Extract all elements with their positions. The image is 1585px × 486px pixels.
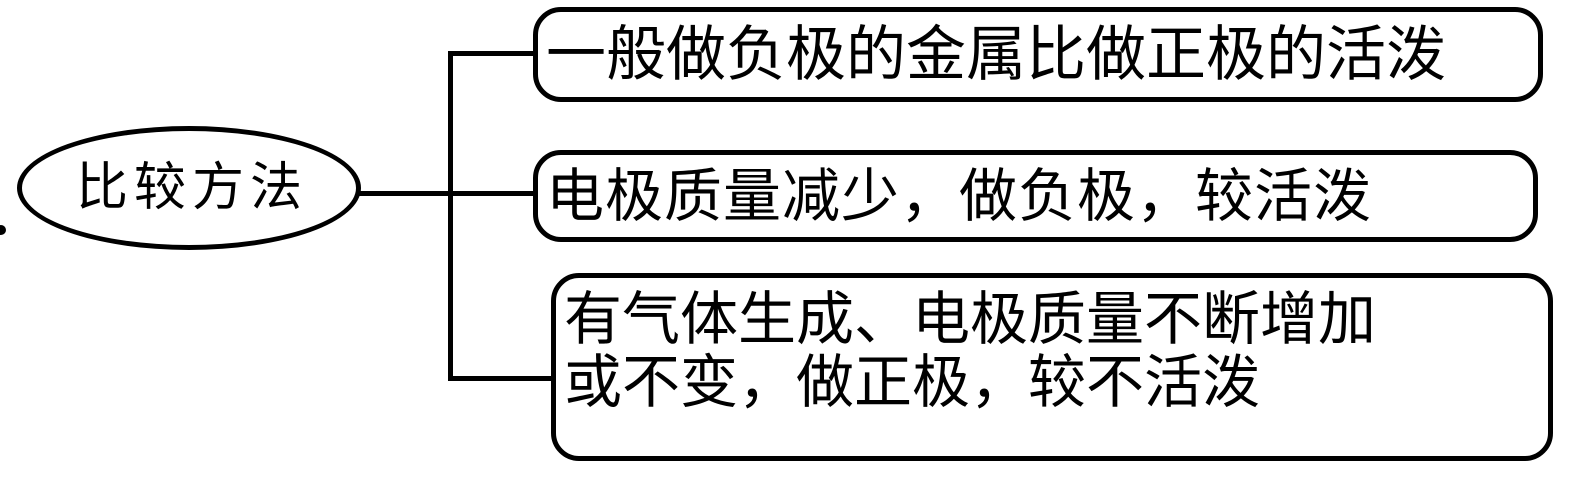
- connector-branch-1: [448, 51, 536, 56]
- leaf-node-1-label: 一般做负极的金属比做正极的活泼: [546, 19, 1446, 90]
- leaf-node-3[interactable]: 有气体生成、电极质量不断增加 或不变，做正极，较不活泼: [551, 273, 1553, 461]
- connector-branch-2: [448, 191, 536, 196]
- root-node-label: 比较方法: [75, 158, 308, 218]
- leaf-node-3-label: 有气体生成、电极质量不断增加 或不变，做正极，较不活泼: [564, 285, 1377, 416]
- connector-branch-3: [448, 376, 556, 381]
- leaf-node-2[interactable]: 电极质量减少，做负极，较活泼: [533, 150, 1538, 242]
- ink-artifact: [0, 225, 6, 235]
- leaf-node-2-label: 电极质量减少，做负极，较活泼: [546, 162, 1373, 230]
- root-node-comparison-method[interactable]: 比较方法: [17, 126, 361, 250]
- leaf-node-1[interactable]: 一般做负极的金属比做正极的活泼: [533, 7, 1543, 102]
- connector-vertical-trunk: [448, 51, 453, 381]
- connector-root-stem: [356, 191, 454, 196]
